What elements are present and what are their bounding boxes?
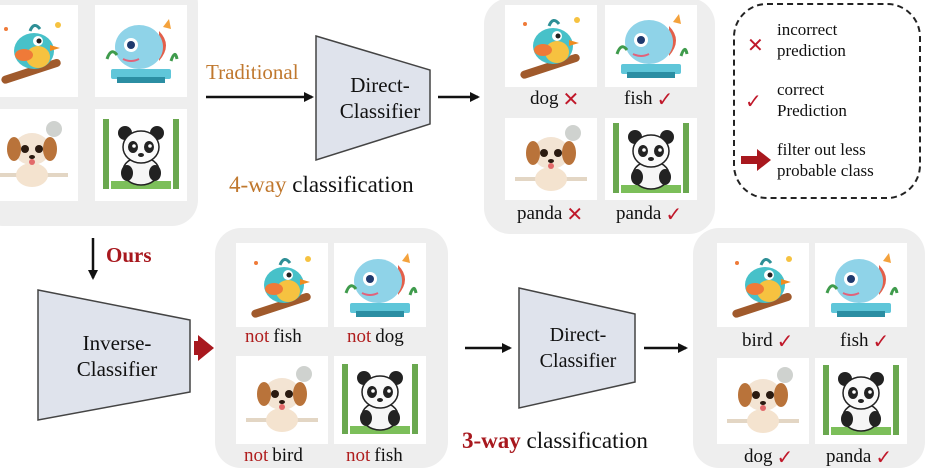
- ours-fish-image: [815, 243, 907, 327]
- ours-caption-4: panda✓: [826, 445, 893, 469]
- traditional-fish-image: [605, 5, 697, 87]
- traditional-caption-1: dog✕: [530, 87, 580, 111]
- top-direct-classifier-shape: [315, 34, 431, 162]
- correct-mark-icon: ✓: [872, 329, 890, 353]
- traditional-label: Traditional: [206, 60, 299, 84]
- incorrect-mark-icon: ✕: [747, 33, 764, 57]
- ours-panda-image: [815, 358, 907, 444]
- traditional-dog-image: [505, 118, 597, 200]
- input-bird-image: [0, 5, 78, 97]
- correct-mark-icon: ✓: [656, 87, 674, 111]
- ours-bird-image: [717, 243, 809, 327]
- traditional-caption-2: fish✓: [624, 87, 674, 111]
- bottom-direct-classifier-label: Direct- Classifier: [539, 324, 617, 372]
- ours-caption-1: bird✓: [742, 329, 794, 353]
- inverse-classifier-label: Inverse- Classifier: [76, 331, 158, 381]
- bottom-direct-classifier-shape: [518, 287, 636, 409]
- correct-mark-icon: ✓: [875, 445, 893, 469]
- filtered-dog-image: [236, 356, 328, 444]
- input-dog-image: [0, 109, 78, 201]
- four-way-label: 4-way classification: [229, 172, 414, 197]
- ours-dog-image: [717, 358, 809, 444]
- traditional-caption-3: panda✕: [517, 202, 584, 226]
- ours-label: Ours: [106, 243, 152, 267]
- three-way-label: 3-way classification: [462, 428, 648, 453]
- traditional-caption-4: panda✓: [616, 202, 683, 226]
- inverse-classifier-shape: [37, 289, 191, 421]
- ours-caption-2: fish✓: [840, 329, 890, 353]
- correct-mark-icon: ✓: [776, 445, 794, 469]
- traditional-panda-image: [605, 118, 697, 200]
- legend-box: ✕ incorrect prediction ✓ correct Predict…: [733, 3, 921, 199]
- filter-arrow-icon: [194, 335, 214, 361]
- input-fish-image: [95, 5, 187, 97]
- correct-mark-icon: ✓: [745, 89, 762, 113]
- incorrect-mark-icon: ✕: [562, 87, 580, 111]
- filtered-bird-image: [236, 243, 328, 327]
- incorrect-mark-icon: ✕: [566, 202, 584, 226]
- traditional-bird-image: [505, 5, 597, 87]
- filtered-panda-image: [334, 356, 426, 444]
- top-direct-classifier-label: Direct- Classifier: [339, 73, 421, 123]
- ours-caption-3: dog✓: [744, 445, 794, 469]
- correct-mark-icon: ✓: [665, 202, 683, 226]
- correct-mark-icon: ✓: [776, 329, 794, 353]
- filtered-fish-image: [334, 243, 426, 327]
- filter-arrow-icon: [741, 149, 771, 171]
- input-panda-image: [95, 109, 187, 201]
